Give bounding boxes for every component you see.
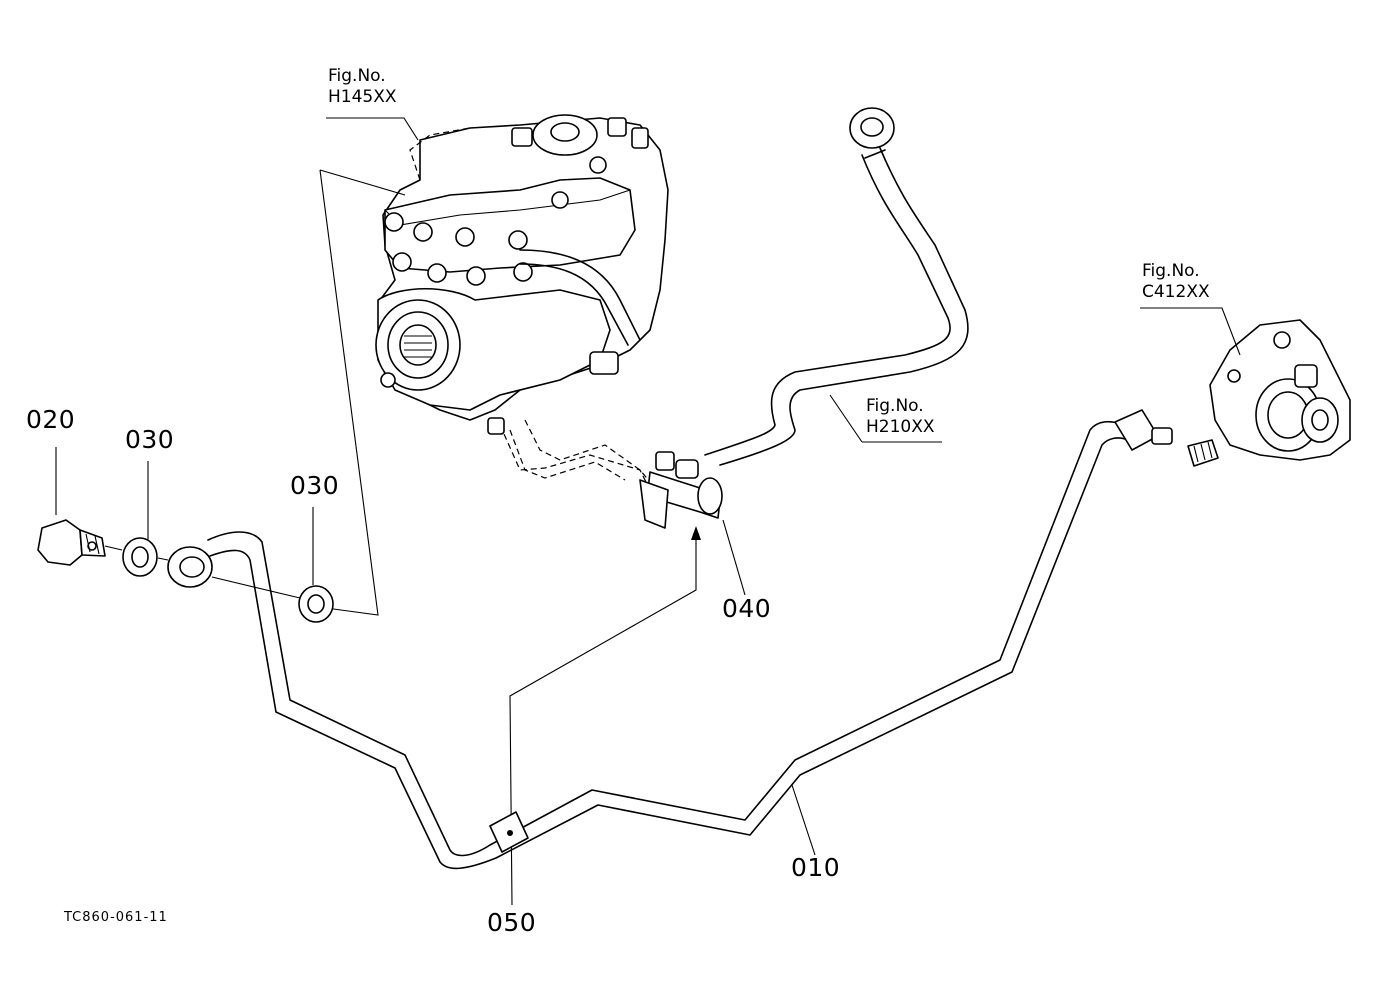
fig-ref-h210: Fig.No. H210XX xyxy=(866,396,935,438)
part-label-030-right: 030 xyxy=(290,471,340,500)
fig-ref-h210-label: Fig.No. xyxy=(866,396,924,416)
part-label-030-left: 030 xyxy=(125,425,175,454)
leader-010 xyxy=(791,784,816,856)
banjo-parts-illustration xyxy=(37,519,334,623)
clamp-illustration xyxy=(639,451,723,529)
leader-c412 xyxy=(1140,307,1241,356)
fig-ref-c412-label: Fig.No. xyxy=(1142,261,1200,281)
leader-h145 xyxy=(326,117,419,141)
part-label-040: 040 xyxy=(722,594,772,623)
clamp-arrow xyxy=(691,526,701,540)
pump-leader xyxy=(319,169,379,616)
fig-ref-c412: Fig.No. C412XX xyxy=(1142,261,1210,303)
part-label-020: 020 xyxy=(26,405,76,434)
part-label-010: 010 xyxy=(791,853,841,882)
upper-hose-illustration xyxy=(509,107,969,501)
clamp-leader xyxy=(509,533,697,906)
leader-040 xyxy=(722,519,746,596)
part-label-050: 050 xyxy=(487,908,537,937)
fig-ref-h145-code: H145XX xyxy=(328,87,397,107)
fig-ref-h145-label: Fig.No. xyxy=(328,66,386,86)
leader-h210 xyxy=(829,394,942,443)
long-tube-illustration xyxy=(207,409,1173,870)
pump-leader-top xyxy=(319,169,406,196)
fig-ref-c412-code: C412XX xyxy=(1142,282,1210,302)
hydraulic-pump-illustration xyxy=(375,114,669,501)
fig-ref-h145: Fig.No. H145XX xyxy=(328,66,397,108)
control-unit-illustration xyxy=(1187,319,1351,467)
drawing-code: TC860-061-11 xyxy=(64,910,168,925)
fig-ref-h210-code: H210XX xyxy=(866,417,935,437)
